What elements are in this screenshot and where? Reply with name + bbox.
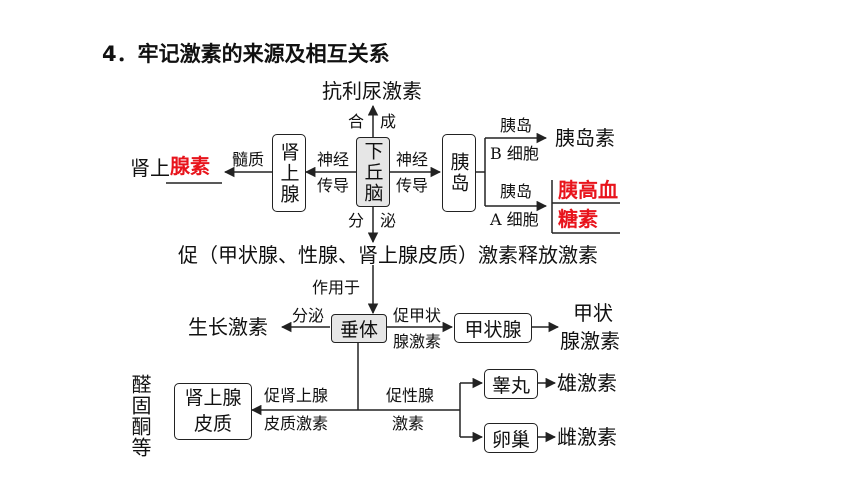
hypothalamus-box[interactable]: 下丘脑 — [356, 137, 390, 207]
hypothalamus-label: 下丘脑 — [361, 140, 384, 204]
synthesize-char-he: 合 — [348, 112, 365, 131]
pituitary-label: 垂体 — [339, 319, 378, 341]
aldosterone-label: 醛固酮等 — [128, 374, 152, 458]
islet-box[interactable]: 胰岛 — [442, 134, 476, 212]
adrenal-medulla-box-label: 肾上腺 — [277, 141, 300, 205]
growth-hormone-label: 生长激素 — [188, 315, 268, 339]
islet-b-label: 胰岛 — [500, 116, 533, 135]
page-title: 4．牢记激素的来源及相互关系 — [102, 42, 390, 66]
acts-on-label: 作用于 — [312, 278, 361, 297]
thyroid-box-label: 甲状腺 — [464, 318, 522, 341]
medulla-label: 髓质 — [232, 150, 265, 169]
adrenaline-answer: 腺素 — [170, 154, 210, 178]
islet-a-label: 胰岛 — [500, 182, 533, 201]
gonadotropin-label-line2: 激素 — [392, 414, 425, 433]
estrogen-label: 雌激素 — [557, 425, 617, 449]
adrenaline-prefix: 肾上 — [130, 156, 170, 180]
conduct-label-right: 传导 — [396, 176, 429, 195]
pituitary-box[interactable]: 垂体 — [331, 314, 387, 343]
testis-box-label: 睾丸 — [491, 374, 530, 397]
ovary-box[interactable]: 卵巢 — [484, 423, 538, 453]
tsh-label-line1: 促甲状 — [393, 306, 442, 325]
adrenal-cortex-box-line1: 肾上腺 — [184, 386, 242, 409]
acth-label-line1: 促肾上腺 — [264, 386, 329, 405]
secrete-label: 分泌 — [292, 306, 325, 325]
thyroid-box[interactable]: 甲状腺 — [454, 313, 532, 343]
islet-box-label: 胰岛 — [447, 152, 470, 194]
adrenal-cortex-box[interactable]: 肾上腺 皮质 — [174, 383, 252, 440]
b-cell-label: B 细胞 — [490, 144, 539, 163]
insulin-label: 胰岛素 — [555, 126, 615, 150]
testis-box[interactable]: 睾丸 — [484, 369, 538, 399]
acth-label-line2: 皮质激素 — [264, 414, 329, 433]
tsh-label-line2: 腺激素 — [393, 332, 442, 351]
adrenal-cortex-box-line2: 皮质 — [193, 412, 232, 435]
releasing-hormone-label: 促（甲状腺、性腺、肾上腺皮质）激素释放激素 — [178, 243, 598, 267]
synthesize-char-cheng: 成 — [380, 112, 397, 131]
nerve-label-left: 神经 — [317, 150, 350, 169]
adh-label: 抗利尿激素 — [322, 79, 422, 103]
glucagon-answer-line2: 糖素 — [558, 207, 598, 231]
nerve-label-right: 神经 — [396, 150, 429, 169]
conduct-label-left: 传导 — [317, 176, 350, 195]
ovary-box-label: 卵巢 — [491, 428, 530, 451]
androgen-label: 雄激素 — [557, 371, 617, 395]
gonadotropin-label-line1: 促性腺 — [386, 386, 435, 405]
thyroxine-label-line2: 腺激素 — [560, 329, 620, 353]
a-cell-label: A 细胞 — [490, 210, 539, 229]
thyroxine-label-line1: 甲状 — [573, 301, 613, 325]
secrete-char-mi: 泌 — [380, 211, 397, 230]
adrenal-medulla-box[interactable]: 肾上腺 — [272, 134, 306, 212]
secrete-char-fen: 分 — [348, 211, 365, 230]
glucagon-answer-line1: 胰高血 — [558, 178, 618, 202]
